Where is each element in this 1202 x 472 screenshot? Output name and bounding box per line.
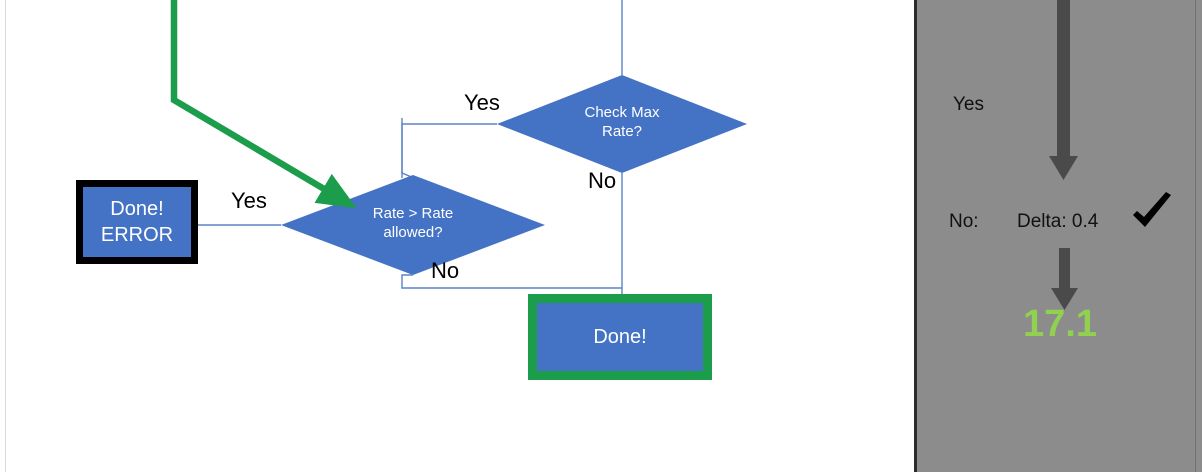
edge-label-yes-check-max: Yes [464, 90, 500, 115]
edge-label-no-check-max: No [588, 168, 617, 193]
connector-no-from-rate-check [401, 274, 622, 289]
flowchart-canvas: Check Max Rate? Rate > Rate allowed? Don… [5, 0, 747, 472]
flowchart-connectors [170, 0, 747, 296]
panel-delta-label: Delta: 0.4 [1017, 211, 1099, 232]
highlight-path-green [170, 0, 357, 209]
panel-right-edge-rule [1195, 0, 1196, 472]
edge-label-yes-done-error: Yes [231, 188, 267, 213]
long-down-arrow-icon [1049, 0, 1078, 180]
panel-arrows [1049, 0, 1078, 310]
edge-label-no-rate-check: No [431, 258, 460, 283]
panel-yes-label: Yes [953, 94, 984, 115]
left-margin-rule [5, 0, 6, 472]
process-done-box[interactable]: Done! [528, 294, 712, 380]
decision-check-max-rate-shape [497, 75, 747, 173]
check-mark-icon [1133, 192, 1171, 227]
connector-yes-check-max-to-rate [401, 123, 497, 179]
process-done-error-box[interactable]: Done! ERROR [76, 180, 198, 264]
panel-result-value: 17.1 [1023, 303, 1097, 345]
short-down-arrow-icon [1051, 248, 1078, 310]
status-panel: Yes No: Delta: 0.4 17.1 [914, 0, 1202, 472]
panel-no-label: No: [949, 211, 979, 232]
